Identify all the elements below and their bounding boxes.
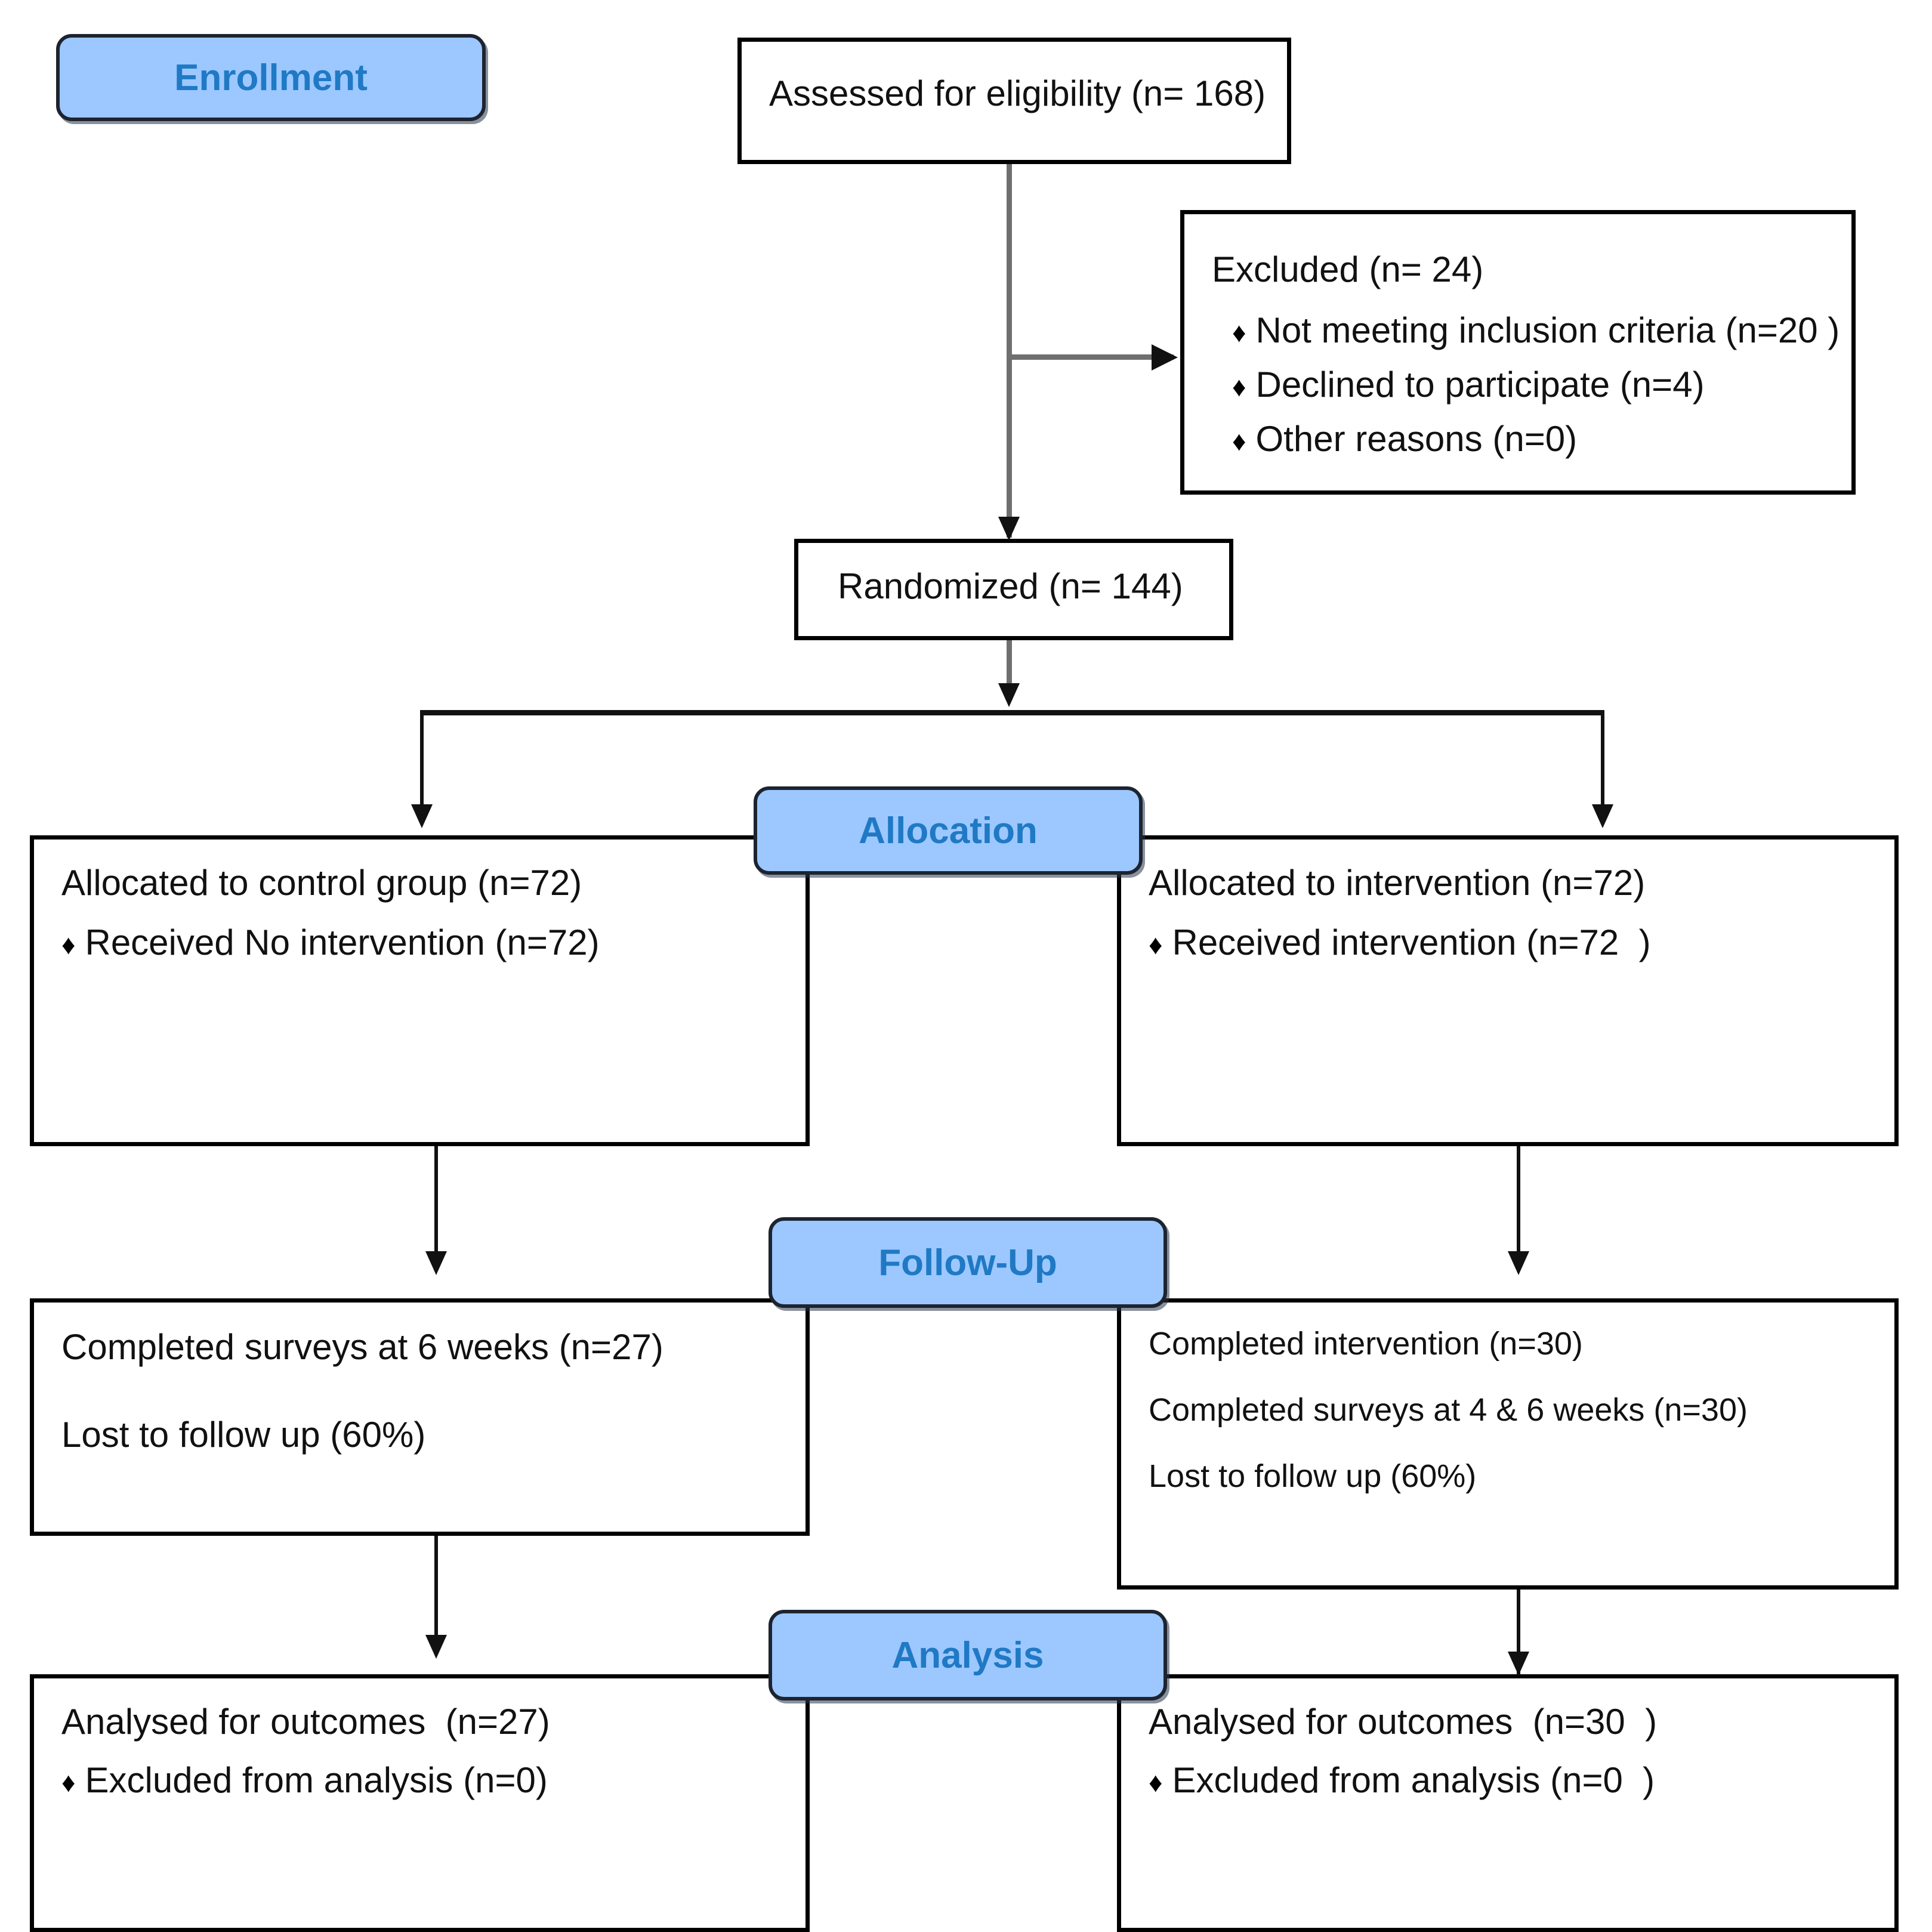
arrowhead-randomized	[998, 517, 1020, 541]
box-randomized: Randomized (n= 144)	[794, 539, 1233, 640]
excluded-heading: Excluded (n= 24)	[1212, 249, 1484, 289]
excluded-reason-text: Declined to participate (n=4)	[1255, 365, 1705, 405]
connector-followup-left-to-analysis	[434, 1536, 438, 1649]
allocation-right-bullet-text: Received intervention (n=72 )	[1172, 922, 1651, 963]
followup-left-line: Lost to follow up (60%)	[61, 1415, 426, 1455]
connector-split-left-down	[420, 710, 424, 815]
analysis-right-heading: Analysed for outcomes (n=30 )	[1149, 1702, 1658, 1742]
followup-right-line: Completed surveys at 4 & 6 weeks (n=30)	[1149, 1392, 1748, 1428]
box-followup-intervention: Completed intervention (n=30) Completed …	[1117, 1298, 1899, 1590]
connector-followup-right-to-analysis	[1517, 1590, 1520, 1675]
diamond-bullet-icon: ♦	[1232, 317, 1246, 348]
allocation-left-heading: Allocated to control group (n=72)	[61, 863, 582, 903]
arrowhead-allocation-left	[411, 804, 433, 828]
connector-split-right-down	[1601, 710, 1604, 815]
diamond-bullet-icon: ♦	[1232, 371, 1246, 403]
stage-badge-enrollment-label: Enrollment	[174, 57, 368, 98]
analysis-left-bullet-text: Excluded from analysis (n=0)	[85, 1760, 548, 1801]
box-excluded: Excluded (n= 24) ♦ Not meeting inclusion…	[1180, 210, 1856, 495]
randomized-text: Randomized (n= 144)	[838, 566, 1183, 606]
analysis-left-heading: Analysed for outcomes (n=27)	[61, 1702, 550, 1742]
analysis-right-bullet-text: Excluded from analysis (n=0 )	[1172, 1760, 1655, 1801]
arrowhead-allocation-right	[1592, 804, 1613, 828]
analysis-right-bullet-row: ♦ Excluded from analysis (n=0 )	[1149, 1761, 1877, 1799]
box-analysis-intervention: Analysed for outcomes (n=30 ) ♦ Excluded…	[1117, 1674, 1899, 1932]
excluded-reason-text: Not meeting inclusion criteria (n=20 )	[1255, 310, 1840, 351]
stage-badge-followup-label: Follow-Up	[878, 1242, 1057, 1283]
followup-left-line: Completed surveys at 6 weeks (n=27)	[61, 1327, 663, 1367]
diamond-bullet-icon: ♦	[61, 929, 76, 961]
followup-right-line: Completed intervention (n=30)	[1149, 1326, 1583, 1362]
connector-randomized-down	[1007, 640, 1012, 694]
arrowhead-followup-right	[1508, 1251, 1529, 1275]
diamond-bullet-icon: ♦	[1149, 929, 1163, 961]
box-analysis-control: Analysed for outcomes (n=27) ♦ Excluded …	[30, 1674, 810, 1932]
box-allocated-control: Allocated to control group (n=72) ♦ Rece…	[30, 835, 810, 1146]
connector-allocation-left-to-followup	[434, 1146, 438, 1266]
stage-badge-analysis: Analysis	[769, 1610, 1167, 1700]
allocation-left-bullet-row: ♦ Received No intervention (n=72)	[61, 924, 788, 961]
followup-right-line: Lost to follow up (60%)	[1149, 1458, 1477, 1495]
analysis-left-bullet-row: ♦ Excluded from analysis (n=0)	[61, 1761, 788, 1799]
arrowhead-followup-left	[425, 1251, 447, 1275]
box-allocated-intervention: Allocated to intervention (n=72) ♦ Recei…	[1117, 835, 1899, 1146]
box-followup-control: Completed surveys at 6 weeks (n=27) Lost…	[30, 1298, 810, 1536]
arrowhead-excluded	[1152, 344, 1178, 371]
arrowhead-split-top	[998, 683, 1020, 707]
connector-to-excluded	[1007, 354, 1174, 360]
connector-allocation-right-to-followup	[1517, 1146, 1520, 1266]
connector-assessed-to-randomized	[1007, 164, 1012, 538]
stage-badge-followup: Follow-Up	[769, 1217, 1167, 1308]
connector-split-horizontal	[420, 710, 1604, 715]
allocation-right-bullet-row: ♦ Received intervention (n=72 )	[1149, 924, 1877, 961]
assessed-text: Assessed for eligibility (n= 168)	[769, 73, 1266, 113]
diamond-bullet-icon: ♦	[1232, 425, 1246, 457]
stage-badge-allocation: Allocation	[754, 786, 1143, 875]
allocation-right-heading: Allocated to intervention (n=72)	[1149, 863, 1646, 903]
diamond-bullet-icon: ♦	[1149, 1767, 1163, 1798]
allocation-left-bullet-text: Received No intervention (n=72)	[85, 922, 600, 963]
excluded-reason-text: Other reasons (n=0)	[1255, 419, 1578, 459]
excluded-reason-row: ♦ Declined to participate (n=4)	[1212, 366, 1834, 403]
box-assessed-for-eligibility: Assessed for eligibility (n= 168)	[737, 38, 1291, 164]
excluded-reason-row: ♦ Not meeting inclusion criteria (n=20 )	[1212, 311, 1840, 349]
diamond-bullet-icon: ♦	[61, 1767, 76, 1798]
stage-badge-allocation-label: Allocation	[859, 810, 1038, 851]
arrowhead-analysis-right	[1508, 1652, 1529, 1675]
arrowhead-analysis-left	[425, 1635, 447, 1659]
excluded-reason-row: ♦ Other reasons (n=0)	[1212, 420, 1834, 458]
stage-badge-enrollment: Enrollment	[56, 34, 486, 121]
stage-badge-analysis-label: Analysis	[891, 1634, 1044, 1676]
